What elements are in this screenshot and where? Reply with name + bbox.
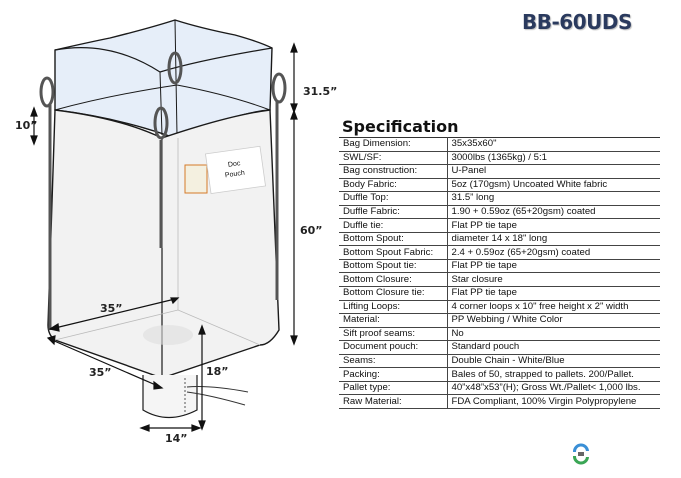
product-code-title: BB-60UDS [522, 10, 632, 34]
spec-row: Raw Material:FDA Compliant, 100% Virgin … [339, 394, 660, 409]
duffle-top-shape [54, 19, 273, 139]
spec-value: Standard pouch [447, 340, 660, 355]
spec-row: Bottom Spout tie:Flat PP tie tape [339, 258, 660, 274]
spec-label: Bottom Closure: [339, 272, 448, 287]
spec-value: Flat PP tie tape [447, 258, 660, 274]
spec-value: FDA Compliant, 100% Virgin Polypropylene [447, 394, 660, 409]
spec-label: Document pouch: [339, 340, 448, 355]
spec-row: Body Fabric:5oz (170gsm) Uncoated White … [339, 177, 660, 193]
recycle-logo-icon [572, 443, 589, 465]
spec-value: 5oz (170gsm) Uncoated White fabric [447, 177, 660, 193]
spec-row: Bag Dimension:35x35x60" [339, 137, 660, 152]
spec-label: Sift proof seams: [339, 326, 448, 342]
spec-value: Flat PP tie tape [447, 286, 660, 301]
spec-label: Duffle Top: [339, 191, 448, 206]
spec-label: Raw Material: [339, 394, 448, 409]
bulk-bag-diagram: 31.5” 10” 60” 35” 35” 18” 14” Doc Pouch [0, 0, 340, 478]
spec-label: Packing: [339, 367, 448, 382]
spec-row: Bottom Spout:diameter 14 x 18" long [339, 231, 660, 247]
specification-title: Specification [342, 117, 459, 136]
spec-row: Pallet type:40”x48”x53”(H); Gross Wt./Pa… [339, 380, 660, 396]
spec-row: Bag construction:U-Panel [339, 164, 660, 179]
spec-value: Flat PP tie tape [447, 218, 660, 233]
spec-label: Material: [339, 313, 448, 328]
spec-label: Bottom Spout: [339, 231, 448, 247]
loop-height-label: 10” [15, 119, 38, 132]
spec-value: U-Panel [447, 164, 660, 179]
bottom-spout [142, 375, 198, 419]
lifting-loop [39, 51, 287, 330]
spec-value: 4 corner loops x 10" free height x 2" wi… [447, 299, 660, 315]
spec-label: Bag construction: [339, 164, 448, 179]
spec-row: Document pouch:Standard pouch [339, 340, 660, 355]
spec-row: Bottom Closure:Star closure [339, 272, 660, 287]
spec-label: Body Fabric: [339, 177, 448, 193]
spec-row: Material:PP Webbing / White Color [339, 313, 660, 328]
spec-row: Duffle tie:Flat PP tie tape [339, 218, 660, 233]
spec-value: diameter 14 x 18" long [447, 231, 660, 247]
spec-value: Bales of 50, strapped to pallets. 200/Pa… [447, 367, 660, 382]
spout-diameter-label: 14” [165, 432, 188, 445]
spec-row: Bottom Closure tie:Flat PP tie tape [339, 286, 660, 301]
spec-row: Duffle Top:31.5” long [339, 191, 660, 206]
width-front-label: 35” [89, 366, 112, 379]
spec-row: Packing:Bales of 50, strapped to pallets… [339, 367, 660, 382]
body-height-label: 60” [300, 224, 323, 237]
spec-row: Bottom Spout Fabric:2.4 + 0.59oz (65+20g… [339, 245, 660, 260]
spec-value: Star closure [447, 272, 660, 287]
spec-value: No [447, 326, 660, 342]
spec-label: Pallet type: [339, 380, 448, 396]
specification-table: Bag Dimension:35x35x60"SWL/SF:3000lbs (1… [339, 137, 660, 409]
spec-label: Duffle Fabric: [339, 204, 448, 220]
spec-label: Bottom Spout tie: [339, 258, 448, 274]
spec-value: 31.5” long [447, 191, 660, 206]
spec-value: 1.90 + 0.59oz (65+20gsm) coated [447, 204, 660, 220]
spec-row: Lifting Loops:4 corner loops x 10" free … [339, 299, 660, 315]
duffle-height-label: 31.5” [303, 85, 338, 98]
spec-row: SWL/SF:3000lbs (1365kg) / 5:1 [339, 150, 660, 166]
spec-row: Sift proof seams:No [339, 326, 660, 342]
spout-height-label: 18” [206, 365, 229, 378]
spec-label: Lifting Loops: [339, 299, 448, 315]
bulk-bag-illustration [30, 19, 298, 432]
spec-label: Seams: [339, 353, 448, 369]
spec-value: 40”x48”x53”(H); Gross Wt./Pallet< 1,000 … [447, 380, 660, 396]
spec-row: Duffle Fabric:1.90 + 0.59oz (65+20gsm) c… [339, 204, 660, 220]
spec-value: PP Webbing / White Color [447, 313, 660, 328]
spec-label: Duffle tie: [339, 218, 448, 233]
spec-value: 3000lbs (1365kg) / 5:1 [447, 150, 660, 166]
spec-label: Bottom Spout Fabric: [339, 245, 448, 260]
spec-label: Bag Dimension: [339, 137, 448, 152]
spec-value: Double Chain - White/Blue [447, 353, 660, 369]
spec-value: 2.4 + 0.59oz (65+20gsm) coated [447, 245, 660, 260]
spec-label: Bottom Closure tie: [339, 286, 448, 301]
doc-pouch-card [184, 164, 208, 194]
width-back-label: 35” [100, 302, 123, 315]
spec-value: 35x35x60" [447, 137, 660, 152]
spec-label: SWL/SF: [339, 150, 448, 166]
spec-row: Seams:Double Chain - White/Blue [339, 353, 660, 369]
